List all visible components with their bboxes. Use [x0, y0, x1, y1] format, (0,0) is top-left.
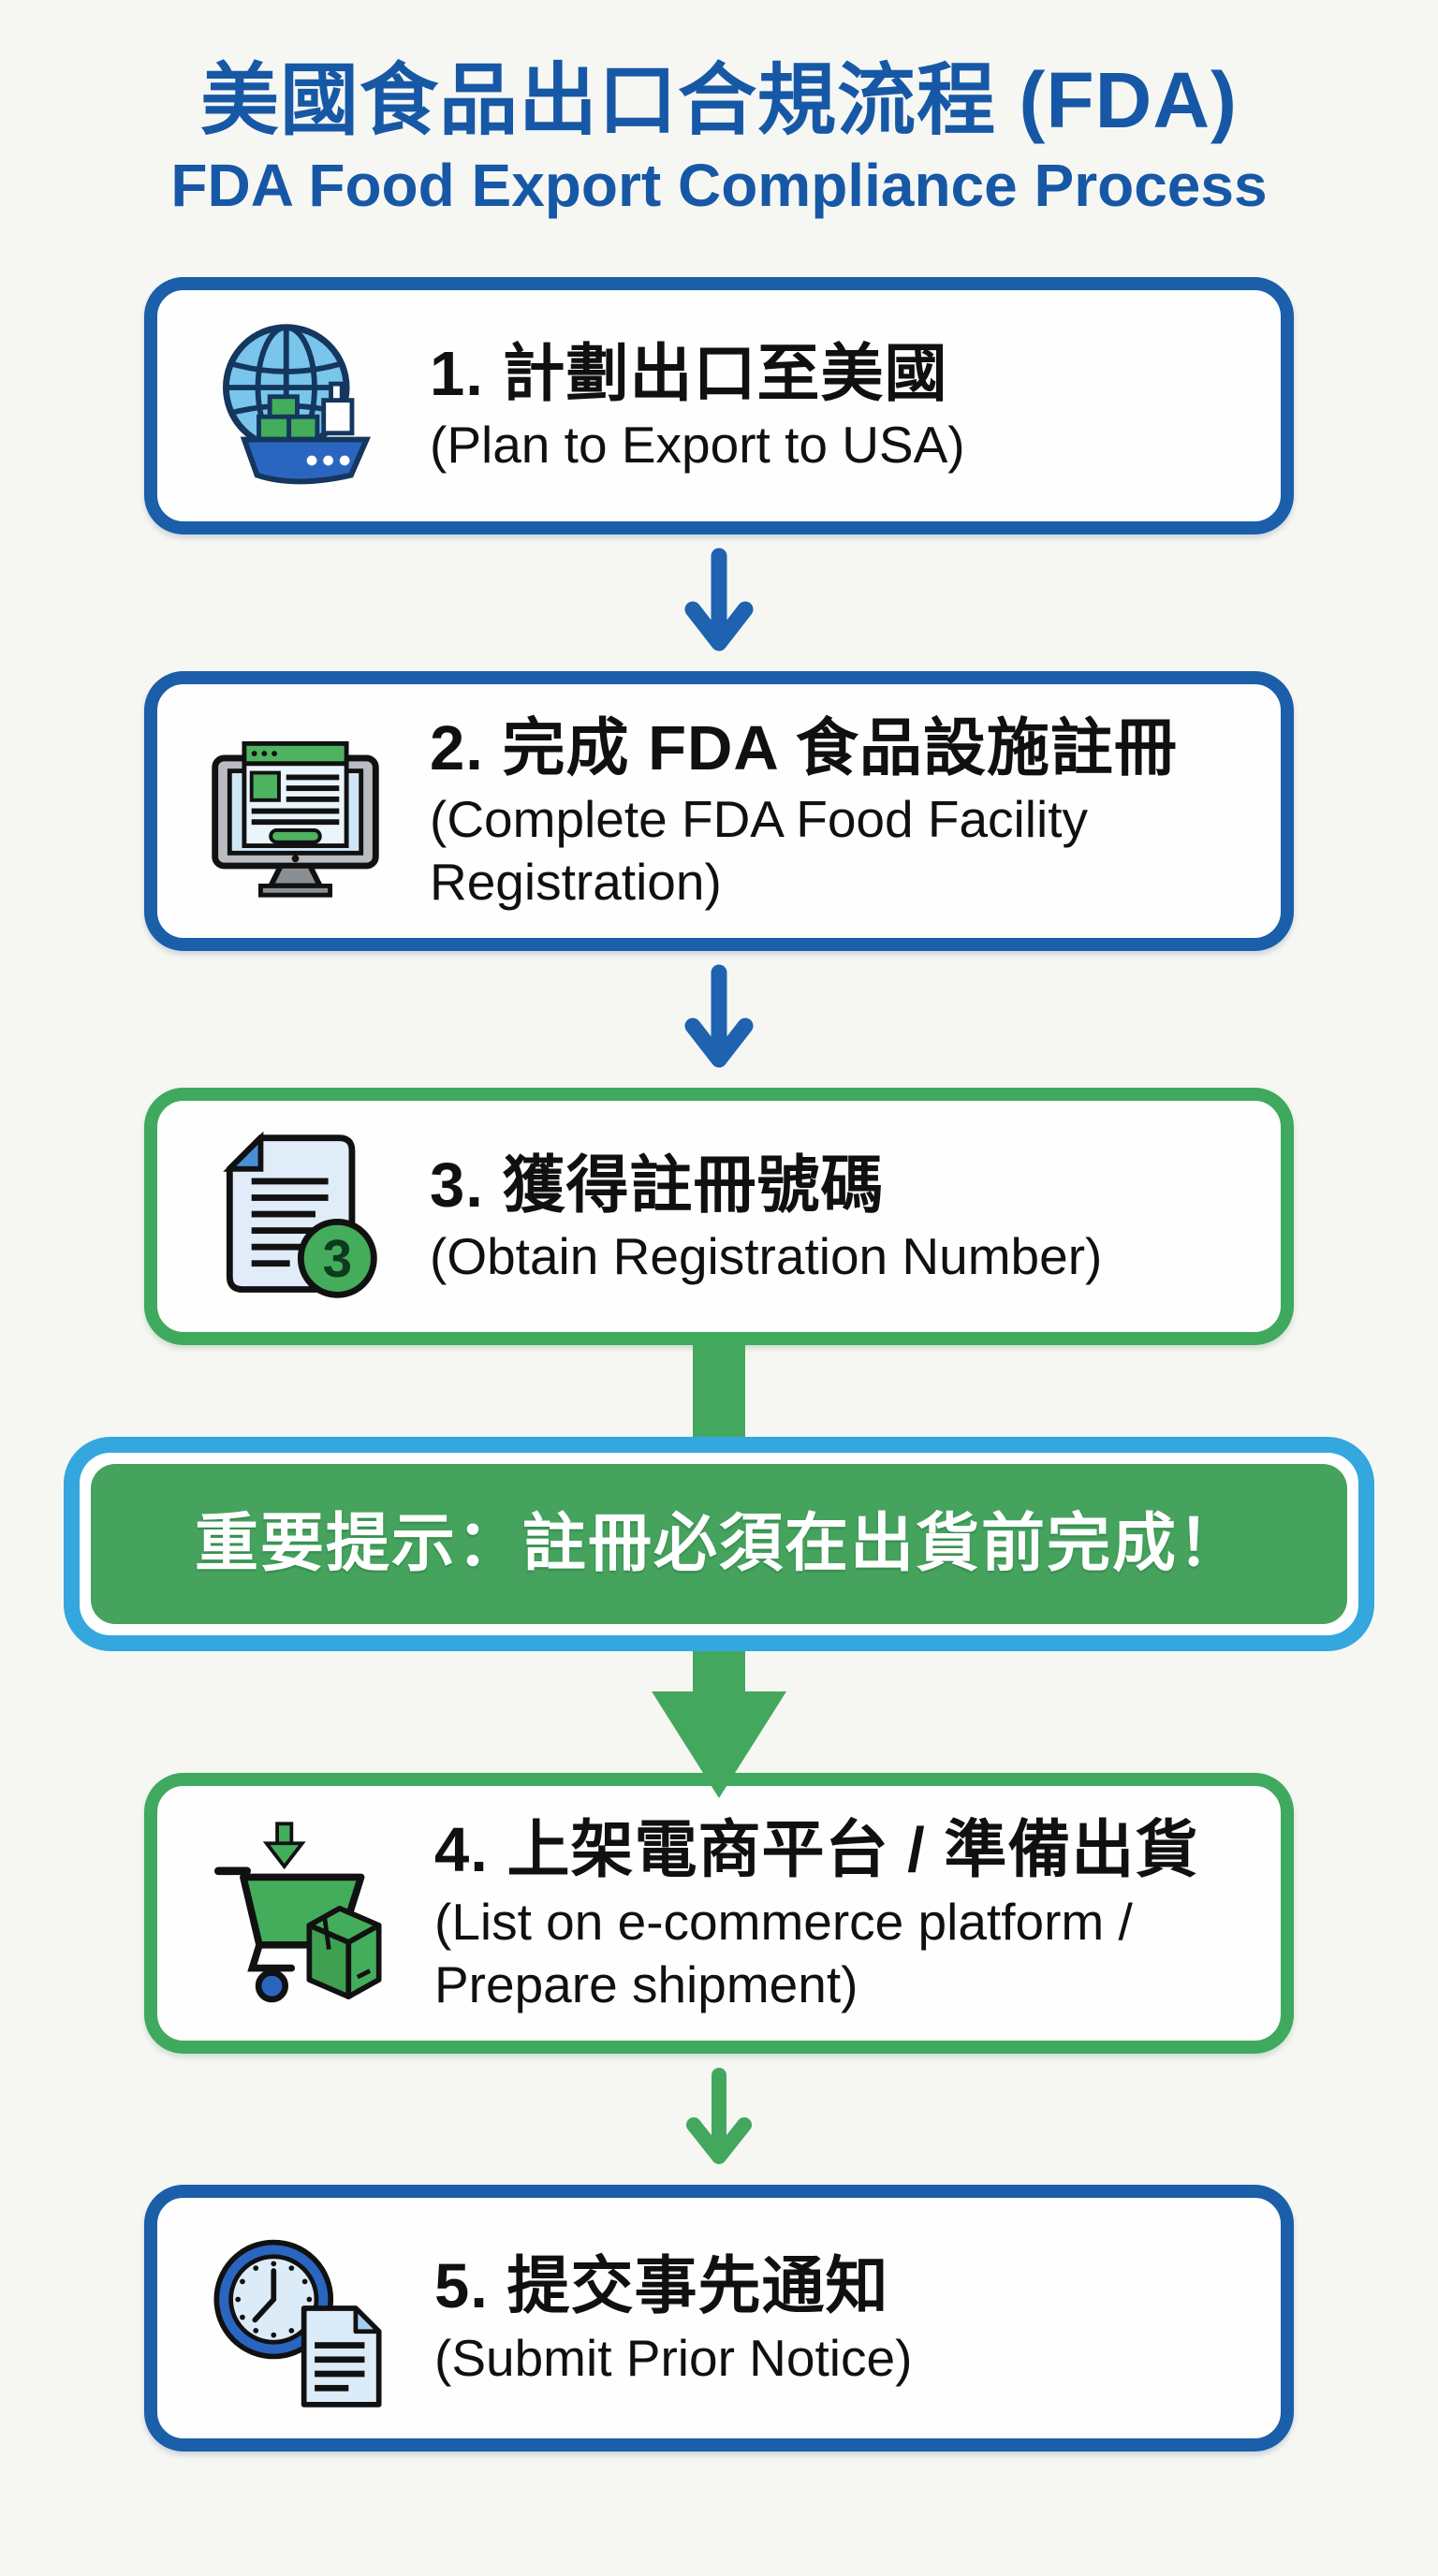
clock-document-icon: [213, 2239, 382, 2408]
important-notice-text: 重要提示：註冊必須在出貨前完成！: [194, 1508, 1243, 1580]
page-title: 美國食品出口合規流程 (FDA): [200, 56, 1238, 144]
step-1-card: 1. 計劃出口至美國 (Plan to Export to USA): [144, 276, 1294, 534]
step-5-title: 5. 提交事先通知: [434, 2251, 889, 2322]
step-2-subtitle: (Complete FDA Food Facility Registration…: [430, 790, 1088, 912]
step-1-subtitle: (Plan to Export to USA): [430, 416, 965, 475]
cart-package-icon: [213, 1822, 382, 2002]
step-2-title: 2. 完成 FDA 食品設施註冊: [430, 712, 1178, 783]
step-3-card: 3 3. 獲得註冊號碼 (Obtain Registration Number): [144, 1088, 1294, 1346]
step-4-title: 4. 上架電商平台 / 準備出貨: [434, 1815, 1199, 1886]
step-5-card: 5. 提交事先通知 (Submit Prior Notice): [144, 2185, 1294, 2452]
step-3-texts: 3. 獲得註冊號碼 (Obtain Registration Number): [430, 1146, 1102, 1289]
step-3-title: 3. 獲得註冊號碼: [430, 1149, 885, 1221]
computer-registration-icon: [212, 740, 379, 898]
step-5-subtitle: (Submit Prior Notice): [434, 2329, 913, 2387]
important-notice-banner: 重要提示：註冊必須在出貨前完成！: [64, 1437, 1374, 1652]
page-subtitle: FDA Food Export Compliance Process: [170, 152, 1268, 220]
step-2-card: 2. 完成 FDA 食品設施註冊 (Complete FDA Food Faci…: [144, 670, 1294, 952]
step-3-subtitle: (Obtain Registration Number): [430, 1227, 1103, 1286]
document-number-icon: 3: [223, 1132, 377, 1299]
step-5-texts: 5. 提交事先通知 (Submit Prior Notice): [434, 2247, 912, 2390]
notice-zone: 重要提示：註冊必須在出貨前完成！: [0, 1345, 1438, 1799]
step-4-subtitle: (List on e-commerce platform / Prepare s…: [434, 1892, 1133, 2014]
step-1-title: 1. 計劃出口至美國: [430, 338, 948, 409]
step-4-texts: 4. 上架電商平台 / 準備出貨 (List on e-commerce pla…: [434, 1810, 1243, 2016]
step-1-texts: 1. 計劃出口至美國 (Plan to Export to USA): [430, 334, 965, 477]
globe-ship-icon: [222, 323, 372, 484]
step-2-texts: 2. 完成 FDA 食品設施註冊 (Complete FDA Food Faci…: [430, 709, 1243, 915]
important-notice-panel: 重要提示：註冊必須在出貨前完成！: [91, 1464, 1347, 1625]
step-4-card: 4. 上架電商平台 / 準備出貨 (List on e-commerce pla…: [144, 1773, 1294, 2055]
badge-number-3: 3: [323, 1229, 352, 1288]
arrow-down-green-icon: [686, 2068, 752, 2165]
arrow-down-blue-icon: [684, 548, 754, 651]
arrow-down-blue-icon: [684, 964, 754, 1068]
